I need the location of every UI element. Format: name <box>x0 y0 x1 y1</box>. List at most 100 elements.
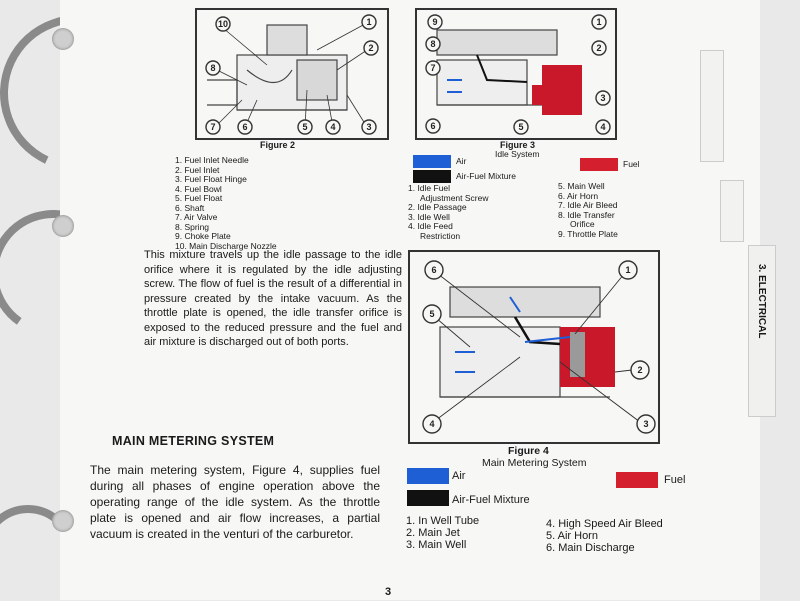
punch-hole <box>52 510 74 532</box>
list-item: Restriction <box>420 230 461 241</box>
svg-text:7: 7 <box>210 122 215 132</box>
svg-text:8: 8 <box>430 39 435 49</box>
figure-2-diagram: 10 1 2 8 7 6 5 4 3 <box>195 8 389 140</box>
svg-text:1: 1 <box>366 17 371 27</box>
list-item: 1. Idle Fuel <box>408 183 451 193</box>
binder-ring-bottom <box>0 505 76 601</box>
list-item: 4. High Speed Air Bleed <box>546 518 663 530</box>
legend-label-air: Air <box>452 470 466 482</box>
svg-text:4: 4 <box>429 419 434 429</box>
callout-8: 8 <box>205 60 221 76</box>
svg-text:3: 3 <box>366 122 371 132</box>
callout-7: 7 <box>205 119 221 135</box>
svg-text:3: 3 <box>643 419 648 429</box>
list-item: 10. Main Discharge Nozzle <box>175 240 277 251</box>
punch-hole <box>52 28 74 50</box>
callout-5: 5 <box>513 119 529 135</box>
legend-label-fuel: Fuel <box>623 159 640 169</box>
list-item: 3. Idle Well <box>408 211 450 222</box>
punch-hole <box>52 215 74 237</box>
divider-tab <box>700 50 724 162</box>
list-item: 5. Air Horn <box>546 530 598 542</box>
figure-4-callouts: 6 1 5 2 4 3 <box>422 260 656 434</box>
page-number: 3 <box>385 586 392 598</box>
callout-1: 1 <box>361 14 377 30</box>
callout-4: 4 <box>422 414 442 434</box>
figure-4-diagram: 6 1 5 2 4 3 <box>408 250 660 444</box>
list-item: 1. In Well Tube <box>406 515 480 527</box>
legend-swatch-fuel <box>580 158 618 171</box>
legend-label-mixture: Air-Fuel Mixture <box>452 494 530 506</box>
figure-4-parts-left: 1. In Well Tube 2. Main Jet 3. Main Well <box>406 515 479 551</box>
callout-3: 3 <box>595 90 611 106</box>
callout-5: 5 <box>422 304 442 324</box>
callout-2: 2 <box>630 360 650 380</box>
callout-3: 3 <box>361 119 377 135</box>
list-item: 7. Air Valve <box>175 212 218 222</box>
callout-6: 6 <box>425 118 441 134</box>
list-item: 6. Shaft <box>175 202 205 213</box>
list-item: 1. Fuel Inlet Needle <box>175 155 249 165</box>
svg-text:3: 3 <box>600 93 605 103</box>
figure-4-subtitle: Main Metering System <box>482 457 587 469</box>
figure-4-caption: Figure 4 <box>508 445 549 457</box>
figure-2-caption: Figure 2 <box>260 140 296 150</box>
legend-swatch-air <box>413 155 451 168</box>
figure-3-caption: Figure 3 <box>500 140 536 150</box>
list-item: 5. Fuel Float <box>175 193 223 203</box>
list-item: 6. Air Horn <box>558 190 599 201</box>
svg-text:5: 5 <box>518 122 523 132</box>
figure-4-parts-right: 4. High Speed Air Bleed 5. Air Horn 6. M… <box>546 518 663 554</box>
figure-3-diagram: 9 1 8 2 7 3 6 5 4 <box>415 8 617 140</box>
divider-tab-electrical[interactable]: 3. ELECTRICAL <box>748 245 776 417</box>
figure-2-drawing <box>207 23 368 128</box>
legend-label-mixture: Air-Fuel Mixture <box>456 171 516 181</box>
figure-3-drawing <box>436 29 582 115</box>
legend-label-fuel: Fuel <box>664 474 686 486</box>
tab-label: 3. ELECTRICAL <box>756 264 767 339</box>
svg-text:6: 6 <box>242 122 247 132</box>
callout-2: 2 <box>591 40 607 56</box>
svg-text:8: 8 <box>210 63 215 73</box>
svg-text:2: 2 <box>368 43 373 53</box>
figure-3-parts-left: 1. Idle Fuel Adjustment Screw 2. Idle Pa… <box>408 183 489 241</box>
svg-text:5: 5 <box>302 122 307 132</box>
svg-text:9: 9 <box>432 17 437 27</box>
svg-text:2: 2 <box>637 365 642 375</box>
list-item: 4. Fuel Bowl <box>175 183 222 194</box>
svg-text:1: 1 <box>596 17 601 27</box>
callout-6: 6 <box>237 119 253 135</box>
legend-swatch-air <box>407 468 449 484</box>
list-item: 9. Throttle Plate <box>558 228 618 239</box>
list-item: 7. Idle Air Bleed <box>558 200 618 210</box>
callout-3: 3 <box>636 414 656 434</box>
list-item: 2. Idle Passage <box>408 202 467 212</box>
callout-6: 6 <box>424 260 444 280</box>
legend-label-air: Air <box>456 156 467 166</box>
list-item: 6. Main Discharge <box>546 542 635 554</box>
list-item: 8. Spring <box>175 221 210 232</box>
legend-swatch-mixture <box>413 170 451 183</box>
legend-swatch-fuel <box>616 472 658 488</box>
body-paragraph-idle-mixture: This mixture travels up the idle passage… <box>144 249 402 348</box>
figure-2-parts-list: 1. Fuel Inlet Needle 2. Fuel Inlet 3. Fu… <box>175 155 277 251</box>
figure-3-parts-right: 5. Main Well 6. Air Horn 7. Idle Air Ble… <box>558 181 618 239</box>
list-item: 5. Main Well <box>558 181 605 191</box>
svg-text:4: 4 <box>600 122 605 132</box>
divider-tab <box>720 180 744 242</box>
list-item: Orifice <box>570 219 595 229</box>
legend-swatch-mixture <box>407 490 449 506</box>
svg-text:6: 6 <box>430 121 435 131</box>
svg-text:5: 5 <box>429 309 434 319</box>
callout-9: 9 <box>427 14 443 30</box>
svg-text:10: 10 <box>218 19 228 29</box>
figure-3-subtitle: Idle System <box>495 149 540 159</box>
callout-1: 1 <box>591 14 607 30</box>
list-item: 3. Fuel Float Hinge <box>175 174 247 184</box>
svg-text:7: 7 <box>430 63 435 73</box>
list-item: 4. Idle Feed <box>408 221 453 231</box>
callout-7: 7 <box>425 60 441 76</box>
callout-8: 8 <box>425 36 441 52</box>
list-item: 8. Idle Transfer <box>558 209 615 220</box>
list-item: Adjustment Screw <box>420 192 489 203</box>
